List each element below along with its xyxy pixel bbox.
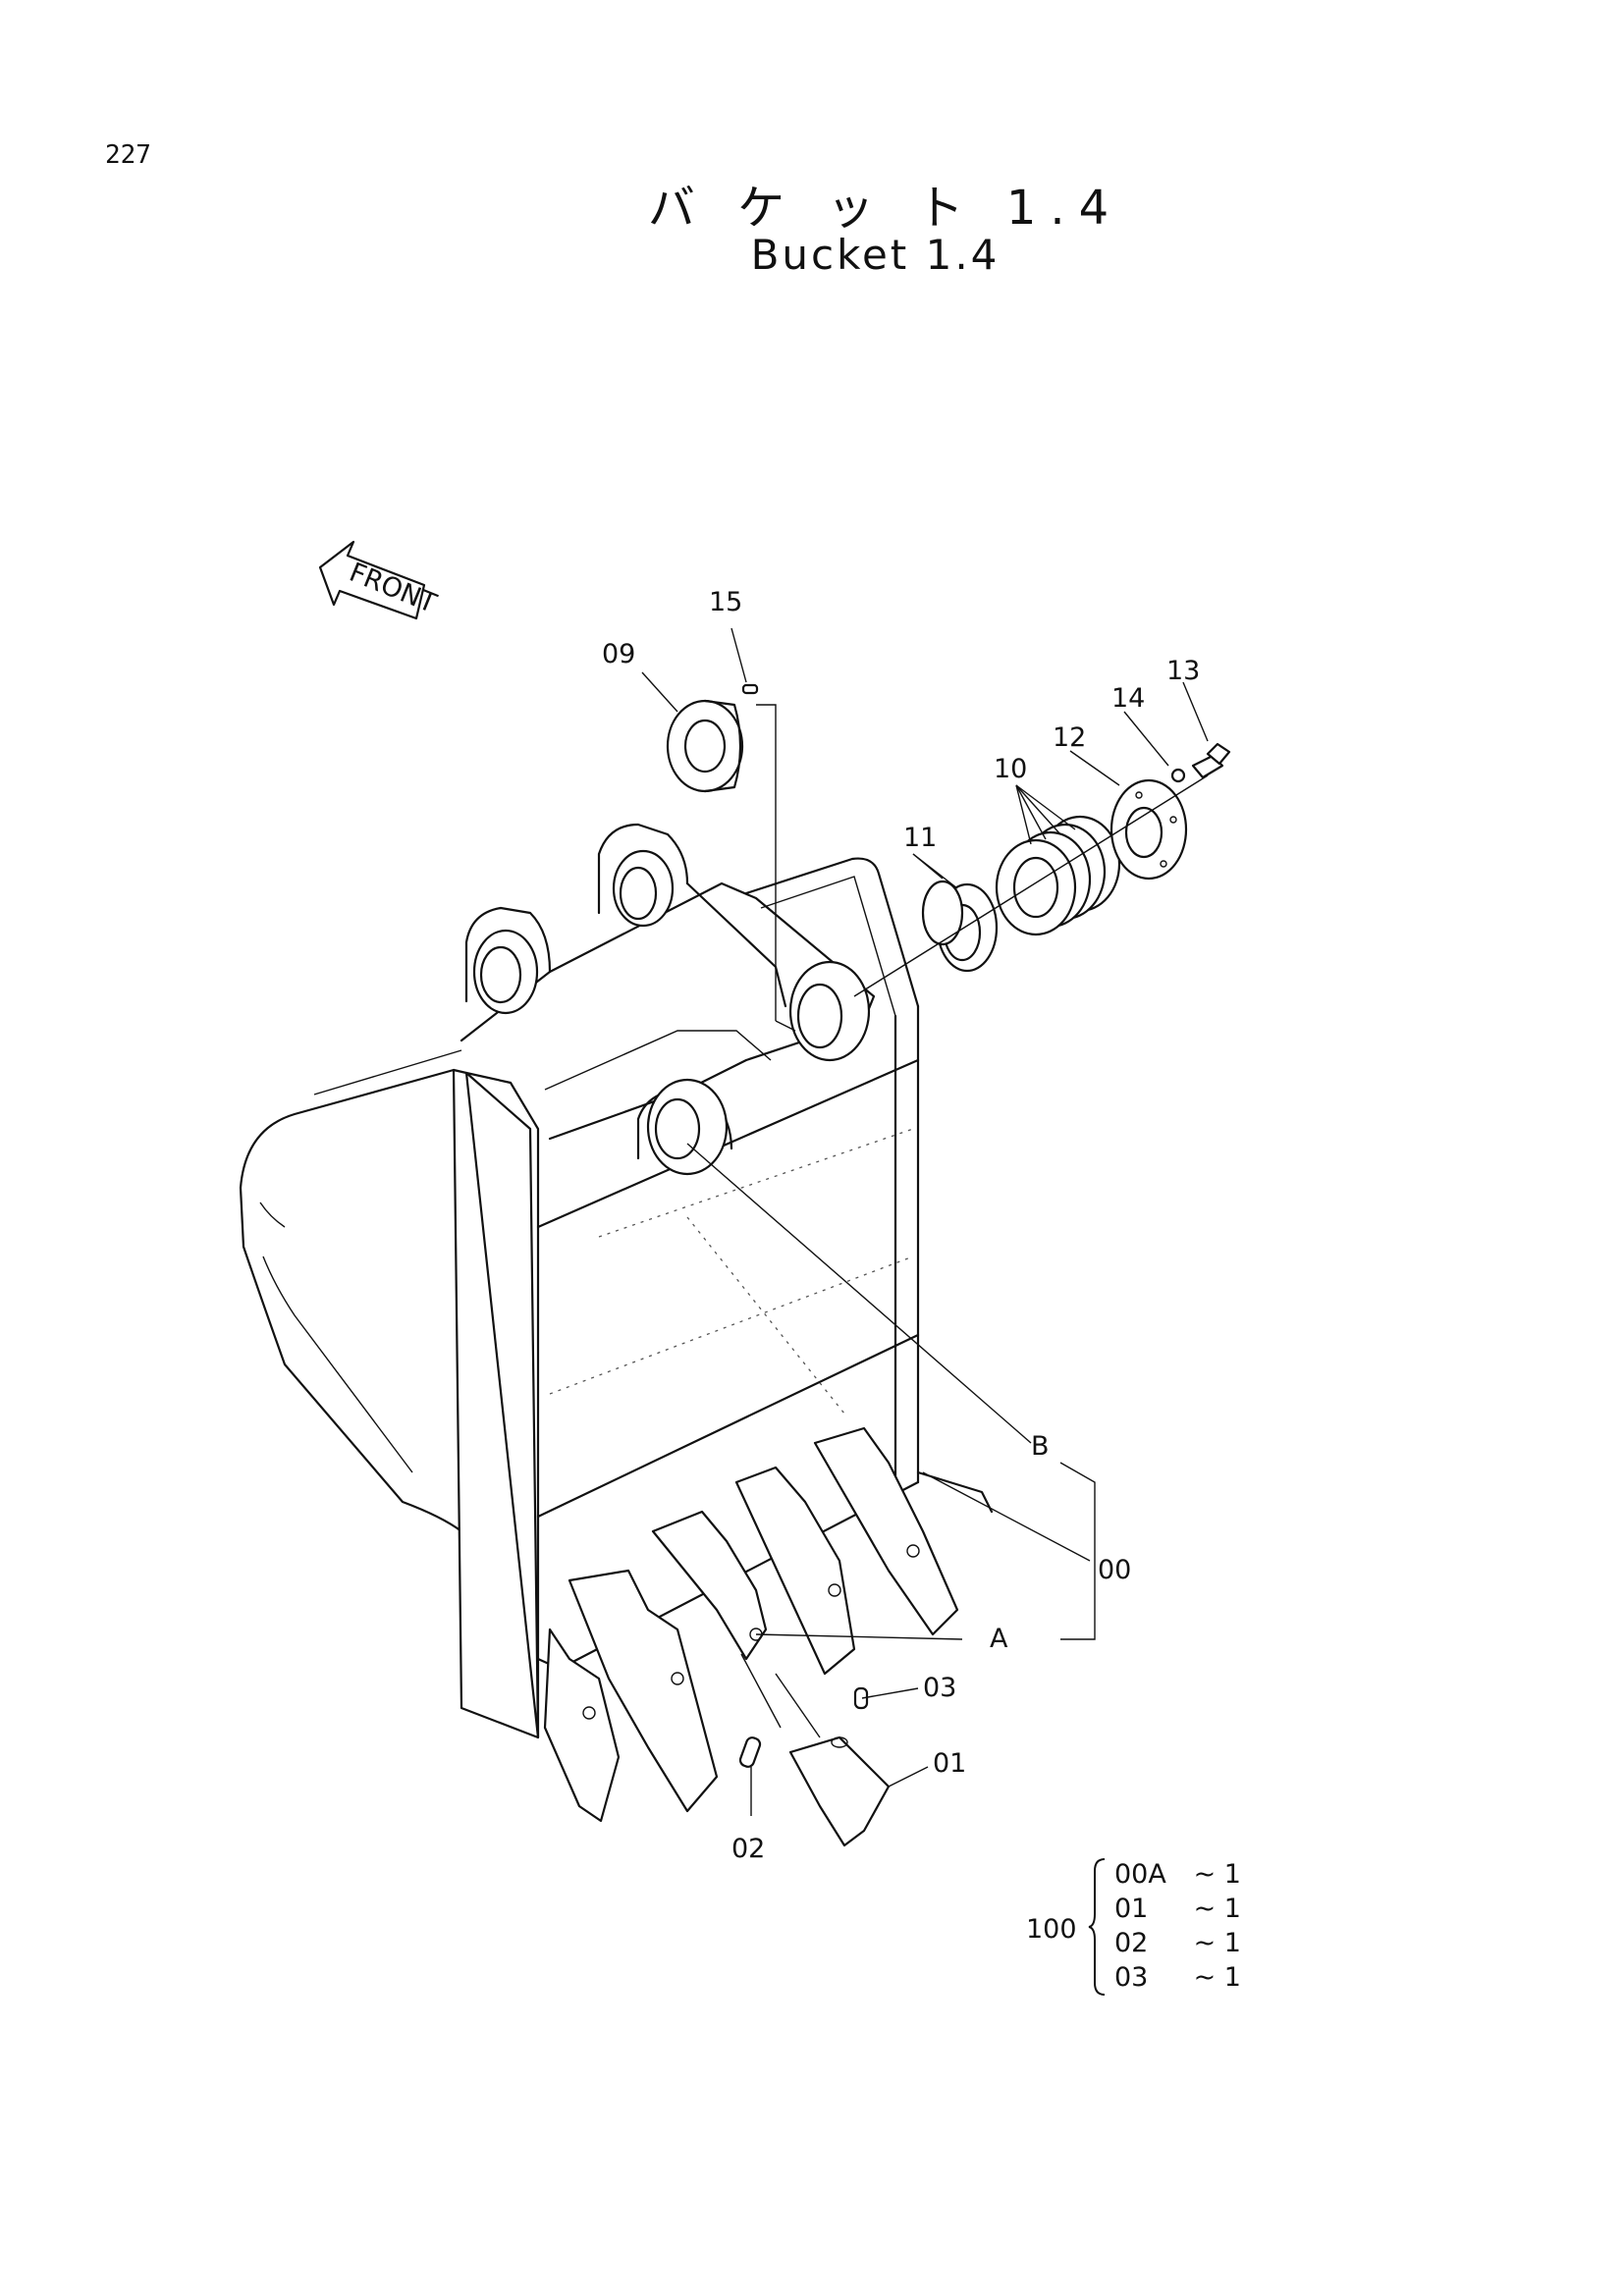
callout-00: 00 xyxy=(1098,1555,1131,1585)
callout-leaders xyxy=(641,627,1209,1816)
quantity-row: 00A ~ 1 xyxy=(1114,1857,1241,1892)
callout-15: 15 xyxy=(709,587,742,617)
callout-12: 12 xyxy=(1053,722,1086,753)
callout-labels: 09 15 11 10 12 14 13 B 00 A 03 01 02 xyxy=(602,587,1200,1864)
pin-parts xyxy=(666,683,1231,1032)
callout-13: 13 xyxy=(1166,656,1200,686)
bucket-ears xyxy=(460,823,876,1176)
quantity-count: ~ 1 xyxy=(1193,1894,1241,1924)
callout-11: 11 xyxy=(903,823,937,853)
brace-icon xyxy=(1088,1858,1106,1996)
callout-14: 14 xyxy=(1111,683,1145,714)
callout-A: A xyxy=(990,1624,1008,1654)
bucket-teeth xyxy=(543,1426,959,1823)
callout-B: B xyxy=(1031,1431,1050,1462)
page-number: 227 xyxy=(105,140,151,170)
quantity-rows: 00A ~ 1 01 ~ 1 02 ~ 1 03 ~ 1 xyxy=(1114,1857,1241,1995)
front-arrow-icon: FRONT xyxy=(318,540,441,619)
callout-09: 09 xyxy=(602,639,635,669)
quantity-row: 03 ~ 1 xyxy=(1114,1960,1241,1995)
title-japanese: バ ケ ッ ト 1.4 xyxy=(647,181,1123,236)
quantity-part: 02 xyxy=(1114,1928,1149,1958)
detached-tooth-parts xyxy=(738,1653,891,1847)
bucket-body xyxy=(239,857,994,1739)
quantity-part: 00A xyxy=(1114,1859,1166,1890)
quantity-part: 03 xyxy=(1114,1962,1149,1993)
quantity-row: 02 ~ 1 xyxy=(1114,1926,1241,1960)
quantity-count: ~ 1 xyxy=(1193,1859,1241,1890)
quantity-row: 01 ~ 1 xyxy=(1114,1892,1241,1926)
quantity-count: ~ 1 xyxy=(1193,1962,1241,1993)
quantity-part: 01 xyxy=(1114,1894,1149,1924)
callout-01: 01 xyxy=(933,1748,966,1779)
callout-03: 03 xyxy=(923,1673,956,1703)
callout-02: 02 xyxy=(731,1834,765,1864)
quantity-count: ~ 1 xyxy=(1193,1928,1241,1958)
callout-10: 10 xyxy=(994,754,1027,784)
quantity-parent: 100 xyxy=(1026,1914,1077,1945)
title-english: Bucket 1.4 xyxy=(750,231,1001,279)
